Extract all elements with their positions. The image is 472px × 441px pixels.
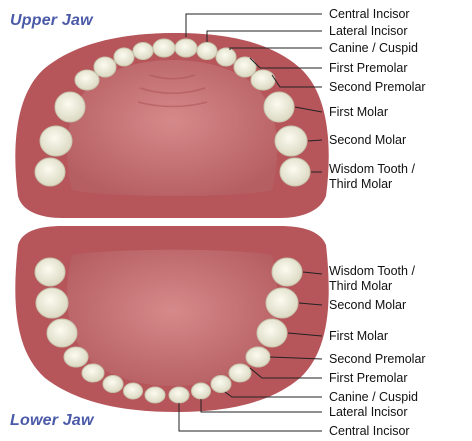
tooth-upper-canine-left <box>216 48 236 66</box>
label-lower-lateral-incisor: Lateral Incisor <box>329 406 408 419</box>
tooth-upper-lateral-incisor-left <box>197 43 217 60</box>
label-lower-second-molar: Second Molar <box>329 299 406 312</box>
tooth-upper-second-molar-right <box>40 126 72 156</box>
tooth-lower-lateral-incisor-left <box>192 383 211 399</box>
label-lower-wisdom-tooth: Wisdom Tooth / <box>329 265 415 278</box>
tooth-upper-wisdom-left <box>280 158 310 186</box>
tooth-lower-first-molar-left <box>257 319 287 347</box>
tooth-upper-second-premolar-left <box>251 70 275 90</box>
label-upper-central-incisor: Central Incisor <box>329 8 410 21</box>
label-lower-first-premolar: First Premolar <box>329 372 407 385</box>
tooth-upper-second-molar-left <box>275 126 307 156</box>
lower-jaw-title: Lower Jaw <box>10 412 94 430</box>
tooth-upper-canine-right <box>114 48 134 66</box>
tooth-lower-central-incisor-right <box>145 387 165 403</box>
tooth-lower-canine-right <box>103 376 123 393</box>
label-lower-first-molar: First Molar <box>329 330 388 343</box>
tooth-lower-wisdom-right <box>35 258 65 286</box>
label-upper-second-molar: Second Molar <box>329 134 406 147</box>
tooth-upper-first-molar-left <box>264 92 294 122</box>
label-lower-third-molar: Third Molar <box>329 280 392 293</box>
label-upper-wisdom-tooth: Wisdom Tooth / <box>329 163 415 176</box>
tooth-lower-second-molar-left <box>266 288 298 318</box>
tooth-lower-second-molar-right <box>36 288 68 318</box>
label-upper-canine: Canine / Cuspid <box>329 42 418 55</box>
tooth-upper-second-premolar-right <box>75 70 99 90</box>
tooth-lower-second-premolar-right <box>64 347 88 367</box>
tooth-upper-lateral-incisor-right <box>133 43 153 60</box>
label-lower-central-incisor: Central Incisor <box>329 425 410 438</box>
tooth-lower-canine-left <box>211 376 231 393</box>
tooth-upper-central-incisor-left <box>175 39 197 57</box>
label-upper-third-molar: Third Molar <box>329 178 392 191</box>
tooth-lower-first-molar-right <box>47 319 77 347</box>
tooth-upper-first-premolar-right <box>94 57 116 77</box>
label-upper-lateral-incisor: Lateral Incisor <box>329 25 408 38</box>
label-upper-first-molar: First Molar <box>329 106 388 119</box>
label-upper-second-premolar: Second Premolar <box>329 81 426 94</box>
tooth-lower-central-incisor-left <box>169 387 189 403</box>
tooth-lower-first-premolar-left <box>229 364 251 382</box>
tooth-upper-central-incisor-right <box>153 39 175 57</box>
label-upper-first-premolar: First Premolar <box>329 62 407 75</box>
tooth-lower-second-premolar-left <box>246 347 270 367</box>
tooth-lower-wisdom-left <box>272 258 302 286</box>
tooth-upper-wisdom-right <box>35 158 65 186</box>
tooth-upper-first-molar-right <box>55 92 85 122</box>
tooth-lower-first-premolar-right <box>82 364 104 382</box>
label-lower-second-premolar: Second Premolar <box>329 353 426 366</box>
label-lower-canine: Canine / Cuspid <box>329 391 418 404</box>
leader-upper-central-incisor <box>186 14 322 37</box>
upper-jaw-title: Upper Jaw <box>10 12 93 30</box>
tooth-lower-lateral-incisor-right <box>124 383 143 399</box>
